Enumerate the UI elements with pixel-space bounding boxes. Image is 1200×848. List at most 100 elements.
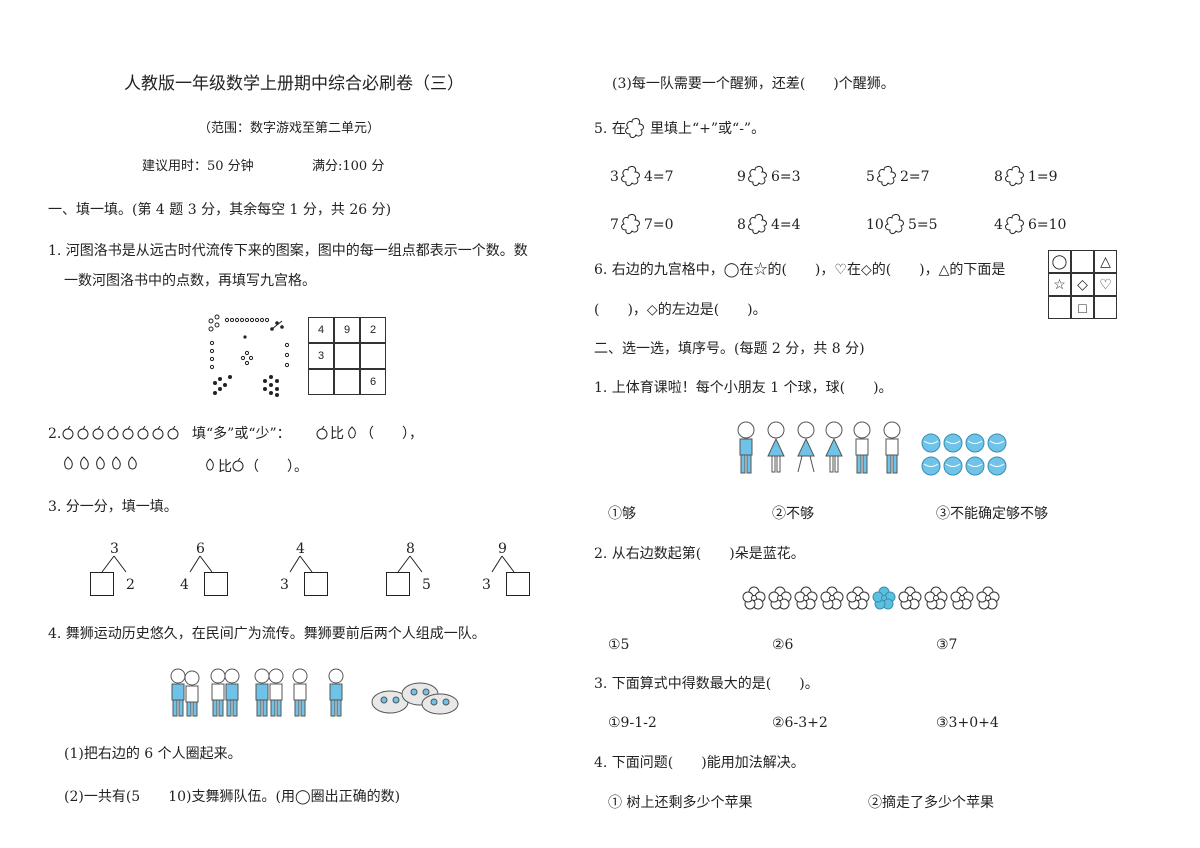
shape-cell <box>1048 296 1071 319</box>
q5-text-a: 5. 在 <box>594 121 626 137</box>
equation: 4 6=10 <box>994 212 1084 238</box>
s2-q4-option-2[interactable]: ②摘走了多少个苹果 <box>868 795 994 811</box>
s2-q4-text: 4. 下面问题( )能用加法解决。 <box>594 755 805 771</box>
equation: 3 4=7 <box>610 164 700 190</box>
pear-row-icons <box>64 456 137 470</box>
s2-q1-option-3[interactable]: ③不能确定够不够 <box>936 506 1048 522</box>
equation: 8 1=9 <box>994 164 1084 190</box>
s2-q2-option-3[interactable]: ③7 <box>936 637 958 653</box>
split-diagram: 9 3 <box>482 540 542 600</box>
grid-cell[interactable] <box>334 343 360 369</box>
shape-cell: ◯ <box>1048 250 1071 273</box>
split-top: 9 <box>498 541 507 557</box>
pear-icon <box>348 426 356 439</box>
equation: 9 6=3 <box>737 164 827 190</box>
shape-cell <box>1071 250 1094 273</box>
q1-line2: 一数河图洛书中的点数，再填写九宫格。 <box>64 273 316 289</box>
balls-illustration <box>921 433 1007 476</box>
eq-left: 10 <box>866 217 884 233</box>
shape-nine-grid: ◯ △ ☆ ◇ ♡ □ <box>1048 250 1117 319</box>
eq-right: 2=7 <box>900 169 930 185</box>
split-right: 5 <box>422 577 431 593</box>
q3-text: 3. 分一分，填一填。 <box>48 499 178 515</box>
split-box[interactable] <box>90 572 114 596</box>
flower-blank-icon <box>625 118 644 138</box>
grid-cell[interactable]: 2 <box>360 317 386 343</box>
kids-illustration <box>170 668 344 717</box>
grid-cell[interactable]: 3 <box>308 343 334 369</box>
eq-right: 5=5 <box>908 217 938 233</box>
eq-left: 3 <box>610 169 619 185</box>
s2-q1-option-1[interactable]: ①够 <box>608 506 636 522</box>
s2-q2-option-1[interactable]: ①5 <box>608 637 630 653</box>
eq-right: 4=4 <box>771 217 801 233</box>
eq-left: 9 <box>737 169 746 185</box>
eq-right: 6=10 <box>1028 217 1067 233</box>
s2-q2-option-2[interactable]: ②6 <box>772 637 794 653</box>
split-diagram: 3 2 <box>88 540 148 600</box>
eq-left: 7 <box>610 217 619 233</box>
split-top: 3 <box>110 541 119 557</box>
grid-cell[interactable] <box>334 369 360 395</box>
eq-left: 5 <box>866 169 875 185</box>
split-left: 3 <box>280 577 289 593</box>
q4-part1: (1)把右边的 6 个人圈起来。 <box>64 746 242 762</box>
q4-text: 4. 舞狮运动历史悠久，在民间广为流传。舞狮要前后两个人组成一队。 <box>48 626 486 642</box>
split-box[interactable] <box>204 572 228 596</box>
s2-q4-option-1[interactable]: ① 树上还剩多少个苹果 <box>608 795 753 811</box>
eq-right: 7=0 <box>644 217 674 233</box>
grid-cell[interactable] <box>308 369 334 395</box>
eq-left: 8 <box>994 169 1003 185</box>
s2-q1-option-2[interactable]: ②不够 <box>772 506 814 522</box>
q6-line1: 6. 右边的九宫格中，◯在☆的( )，♡在◇的( )，△的下面是 <box>594 262 1006 278</box>
grid-cell[interactable] <box>360 343 386 369</box>
q2-blank2[interactable]: （ ）。 <box>245 459 308 475</box>
split-right: 2 <box>126 577 135 593</box>
shape-cell: ☆ <box>1048 273 1071 296</box>
section1-heading: 一、填一填。(第 4 题 3 分，其余每空 1 分，共 26 分) <box>48 202 392 218</box>
shape-cell: ♡ <box>1094 273 1117 296</box>
q2-compare2: 比 <box>218 459 232 475</box>
s2-q1-text: 1. 上体育课啦！每个小朋友 1 个球，球( )。 <box>594 380 893 396</box>
apple-row-icons <box>62 425 179 440</box>
s2-q3-option-1[interactable]: ①9-1-2 <box>608 715 657 731</box>
q2-blank1[interactable]: （ ）， <box>360 426 423 442</box>
equation: 7 7=0 <box>610 212 700 238</box>
s2-q3-text: 3. 下面算式中得数最大的是( )。 <box>594 676 819 692</box>
eq-right: 4=7 <box>644 169 674 185</box>
s2-q3-option-3[interactable]: ③3+0+4 <box>936 715 999 731</box>
equation: 8 4=4 <box>737 212 827 238</box>
q4-part2: (2)一共有(5 10)支舞狮队伍。(用◯圈出正确的数) <box>64 789 401 805</box>
s2-q2-text: 2. 从右边数起第( )朵是蓝花。 <box>594 546 805 562</box>
q5-text-b: 里填上“+”或“-”。 <box>650 121 766 137</box>
eq-left: 8 <box>737 217 746 233</box>
split-top: 4 <box>296 541 305 557</box>
split-box[interactable] <box>386 572 410 596</box>
split-box[interactable] <box>506 572 530 596</box>
q2-text: 填“多”或“少”： <box>192 426 291 442</box>
apple-icon <box>316 425 328 440</box>
apple-icon <box>232 457 244 472</box>
q1-line1: 1. 河图洛书是从远古时代流传下来的图案，图中的每一组点都表示一个数。数 <box>48 243 528 259</box>
time-text: 建议用时：50 分钟 <box>142 159 254 174</box>
eq-right: 6=3 <box>771 169 801 185</box>
split-diagram: 4 3 <box>280 540 340 600</box>
grid-cell[interactable]: 6 <box>360 369 386 395</box>
page-title: 人教版一年级数学上册期中综合必刷卷（三） <box>124 74 464 94</box>
equation: 10 5=5 <box>866 212 956 238</box>
split-left: 4 <box>180 577 189 593</box>
shape-cell <box>1094 296 1117 319</box>
eq-right: 1=9 <box>1028 169 1058 185</box>
equation: 5 2=7 <box>866 164 956 190</box>
split-top: 6 <box>196 541 205 557</box>
split-box[interactable] <box>304 572 328 596</box>
split-top: 8 <box>406 541 415 557</box>
grid-cell[interactable]: 4 <box>308 317 334 343</box>
eq-left: 4 <box>994 217 1003 233</box>
section2-heading: 二、选一选，填序号。(每题 2 分，共 8 分) <box>594 341 865 357</box>
magic-square-grid: 4 9 2 3 6 <box>308 317 386 395</box>
grid-cell[interactable]: 9 <box>334 317 360 343</box>
scope-text: （范围：数字游戏至第二单元） <box>198 121 381 136</box>
s2-q3-option-2[interactable]: ②6-3+2 <box>772 715 828 731</box>
shape-cell: △ <box>1094 250 1117 273</box>
